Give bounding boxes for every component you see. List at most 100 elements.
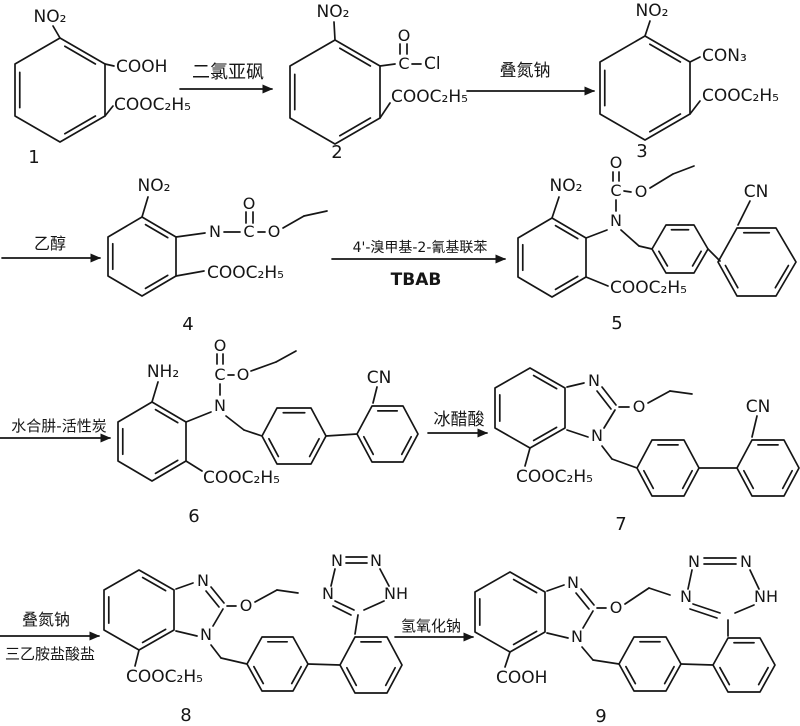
bond — [504, 651, 511, 668]
reagent-label: 叠氮钠 — [500, 61, 551, 81]
compound-number: 9 — [595, 706, 606, 726]
reagent-label: 叠氮钠 — [22, 610, 70, 629]
double-bond-inner — [658, 250, 669, 267]
imidazole-n-label: N — [567, 573, 579, 592]
ester-label: COOC₂H₅ — [203, 468, 280, 488]
double-bond — [205, 590, 220, 608]
arrow-step-6: 冰醋酸 — [427, 410, 488, 438]
double-bond — [210, 586, 225, 604]
bond — [638, 245, 653, 250]
bond — [254, 589, 278, 603]
compound-number: 3 — [636, 141, 647, 162]
double-bond-inner — [648, 113, 682, 133]
double-bond-inner — [512, 630, 538, 646]
bond — [585, 276, 609, 287]
bond — [379, 102, 391, 119]
double-bond-inner — [63, 115, 97, 135]
oxygen-label: O — [240, 596, 253, 615]
bond — [603, 409, 616, 429]
biphenyl-bond — [707, 248, 721, 262]
tetrazole-nh-label: NH — [384, 584, 408, 603]
bond — [175, 582, 194, 590]
bond — [185, 411, 212, 423]
bond — [52, 25, 61, 39]
imidazole-n-label: N — [588, 371, 600, 390]
double-bond-inner — [253, 665, 265, 685]
double-bond-inner — [384, 666, 397, 687]
double-bond-inner — [663, 665, 675, 685]
double-bond — [596, 390, 612, 410]
biphenyl-bond — [680, 663, 714, 666]
bond — [354, 614, 359, 635]
phenyl-ring — [736, 439, 800, 497]
bond — [669, 390, 693, 395]
biphenyl-bond — [325, 433, 358, 437]
oxygen-label: O — [633, 397, 646, 416]
bond — [592, 659, 620, 665]
bond — [581, 646, 594, 661]
nitrile-label: CN — [744, 182, 769, 202]
carbon-label: C — [610, 181, 621, 200]
double-bond-inner — [268, 437, 280, 458]
bond — [749, 569, 760, 590]
arrow-step-8: 氢氧化钠 — [394, 617, 474, 642]
phenyl-ring — [717, 227, 797, 297]
oxygen-label: O — [243, 194, 256, 213]
double-bond-inner — [512, 578, 538, 594]
bond — [303, 210, 328, 217]
ester-label: COOC₂H₅ — [114, 95, 191, 115]
bond — [282, 215, 305, 229]
bond — [276, 589, 299, 594]
bond — [275, 350, 297, 363]
imidazole-n-label: N — [591, 426, 603, 445]
bond — [611, 458, 638, 469]
compound-number: 8 — [180, 705, 191, 726]
reagent-label: 二氯亚砜 — [192, 62, 264, 83]
double-bond-inner — [532, 426, 558, 442]
nitro-group-label: NO₂ — [34, 7, 67, 27]
double-bond-inner — [141, 576, 167, 592]
double-bond-inner — [648, 43, 682, 63]
oxygen-label: O — [635, 182, 648, 201]
ester-label: COOC₂H₅ — [391, 87, 468, 107]
bond — [363, 600, 385, 611]
arrow-step-5: 水合肼-活性炭 — [0, 417, 111, 443]
double-bond-inner — [681, 469, 694, 490]
oxygen-label: O — [237, 365, 250, 384]
carboxyl-label: COOH — [116, 57, 167, 77]
carboxyl-label: COOH — [496, 668, 547, 688]
bond — [379, 63, 396, 67]
catalyst-label: TBAB — [391, 270, 442, 290]
bond — [687, 569, 693, 590]
bond — [566, 429, 589, 438]
oxygen-label: O — [268, 222, 281, 241]
bond — [333, 21, 336, 41]
tetrazole-n-label: N — [370, 551, 382, 570]
phenyl-ring — [339, 636, 403, 694]
compound-9: N N O N N N NH COOH 9 — [474, 552, 778, 726]
double-bond-inner — [362, 435, 375, 456]
ester-label: COOC₂H₅ — [516, 467, 593, 487]
acyl-azide-label: CON₃ — [702, 46, 747, 66]
bond — [647, 390, 671, 404]
bond — [734, 604, 755, 614]
compound-3: NO₂ CON₃ COOC₂H₅ 3 — [599, 1, 779, 162]
bond — [175, 232, 206, 238]
nitrogen-label: N — [214, 396, 226, 415]
double-bond — [692, 603, 721, 614]
nitro-group-label: NO₂ — [138, 176, 171, 196]
bond — [566, 382, 585, 388]
bond — [737, 200, 751, 226]
bond — [220, 657, 248, 665]
compound-1: NO₂ COOH COOC₂H₅ 1 — [14, 7, 191, 168]
compound-4: NO₂ N C O O COOC₂H₅ 4 — [107, 176, 328, 335]
double-bond — [689, 608, 718, 619]
double-bond-inner — [691, 250, 702, 267]
double-bond-inner — [338, 117, 372, 137]
carbon-label: C — [214, 365, 225, 384]
bond — [546, 632, 569, 639]
double-bond — [601, 386, 617, 406]
double-bond-inner — [719, 666, 731, 686]
ester-label: COOC₂H₅ — [702, 86, 779, 106]
